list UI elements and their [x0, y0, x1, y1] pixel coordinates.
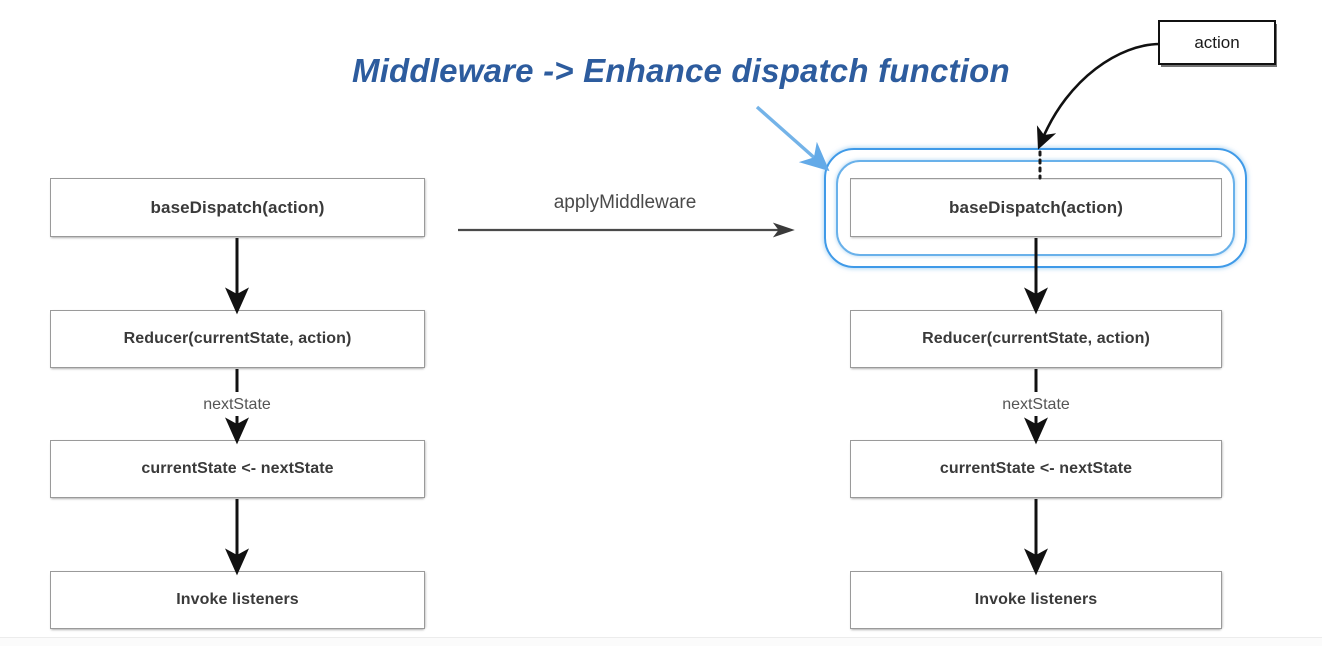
- action-curved-arrow: [1036, 42, 1161, 150]
- right-step-reducer: Reducer(currentState, action): [850, 310, 1222, 368]
- apply-middleware-label: applyMiddleware: [553, 192, 697, 213]
- left-step-reducer: Reducer(currentState, action): [50, 310, 425, 368]
- left-step-base-dispatch: baseDispatch(action): [50, 178, 425, 237]
- right-step-invoke-listeners: Invoke listeners: [850, 571, 1222, 629]
- right-edge-label-next-state: nextState: [1002, 396, 1070, 413]
- bottom-band: [0, 638, 1322, 646]
- title-callout-arrow: [755, 105, 830, 172]
- right-step-current-state: currentState <- nextState: [850, 440, 1222, 498]
- bottom-divider: [0, 637, 1322, 638]
- diagram-title: Middleware -> Enhance dispatch function: [352, 52, 1010, 89]
- action-note-box: action: [1158, 20, 1276, 65]
- left-edge-label-next-state: nextState: [203, 396, 271, 413]
- left-step-invoke-listeners: Invoke listeners: [50, 571, 425, 629]
- left-step-current-state: currentState <- nextState: [50, 440, 425, 498]
- right-step-base-dispatch: baseDispatch(action): [850, 178, 1222, 237]
